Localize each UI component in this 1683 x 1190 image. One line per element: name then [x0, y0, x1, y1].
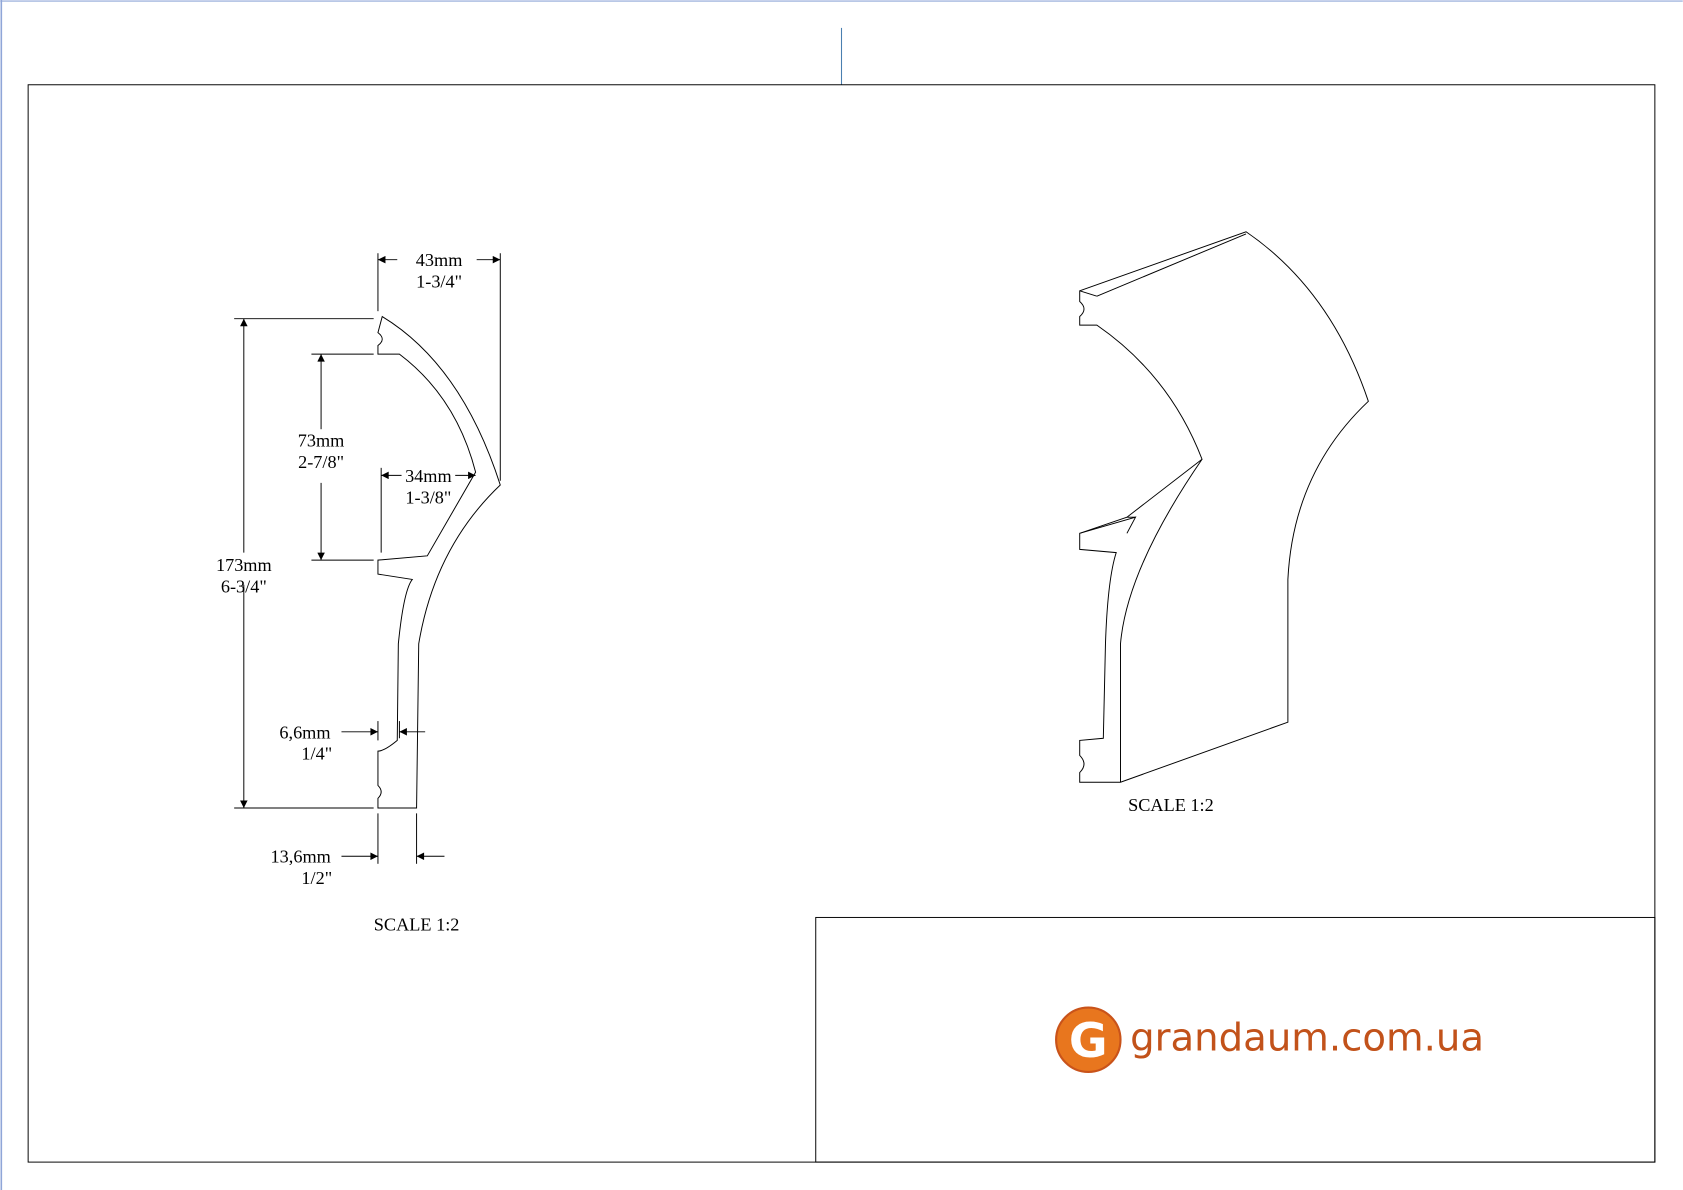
dim-6-6mm: 6,6mm	[279, 722, 330, 742]
isometric-view	[1079, 231, 1369, 783]
logo-letter: G	[1069, 1014, 1108, 1069]
dim-13-6mm-in: 1/2"	[301, 868, 332, 888]
logo-circle	[1056, 1007, 1121, 1072]
extension-lines	[234, 253, 501, 864]
drawing-frame	[27, 84, 1656, 1163]
scale-label-left: SCALE 1:2	[374, 914, 460, 934]
dim-6-6mm-in: 1/4"	[301, 744, 332, 764]
dim-173mm: 173mm	[216, 555, 272, 575]
profile-section	[377, 315, 501, 809]
title-block	[815, 916, 1656, 1163]
grandaum-logo: G grandaum.com.ua	[1055, 1006, 1484, 1074]
dim-13-6mm: 13,6mm	[271, 847, 331, 867]
dimension-lines	[240, 255, 501, 861]
dim-43mm: 43mm	[416, 250, 463, 270]
dim-34mm: 34mm	[405, 466, 452, 486]
dim-173mm-in: 6-3/4"	[221, 576, 267, 596]
scale-label-right: SCALE 1:2	[1128, 795, 1214, 815]
dim-73mm-in: 2-7/8"	[298, 452, 344, 472]
dim-43mm-in: 1-3/4"	[416, 272, 462, 292]
dim-73mm: 73mm	[298, 430, 345, 450]
dim-34mm-in: 1-3/8"	[405, 487, 451, 507]
site-name: grandaum.com.ua	[1130, 1016, 1484, 1061]
